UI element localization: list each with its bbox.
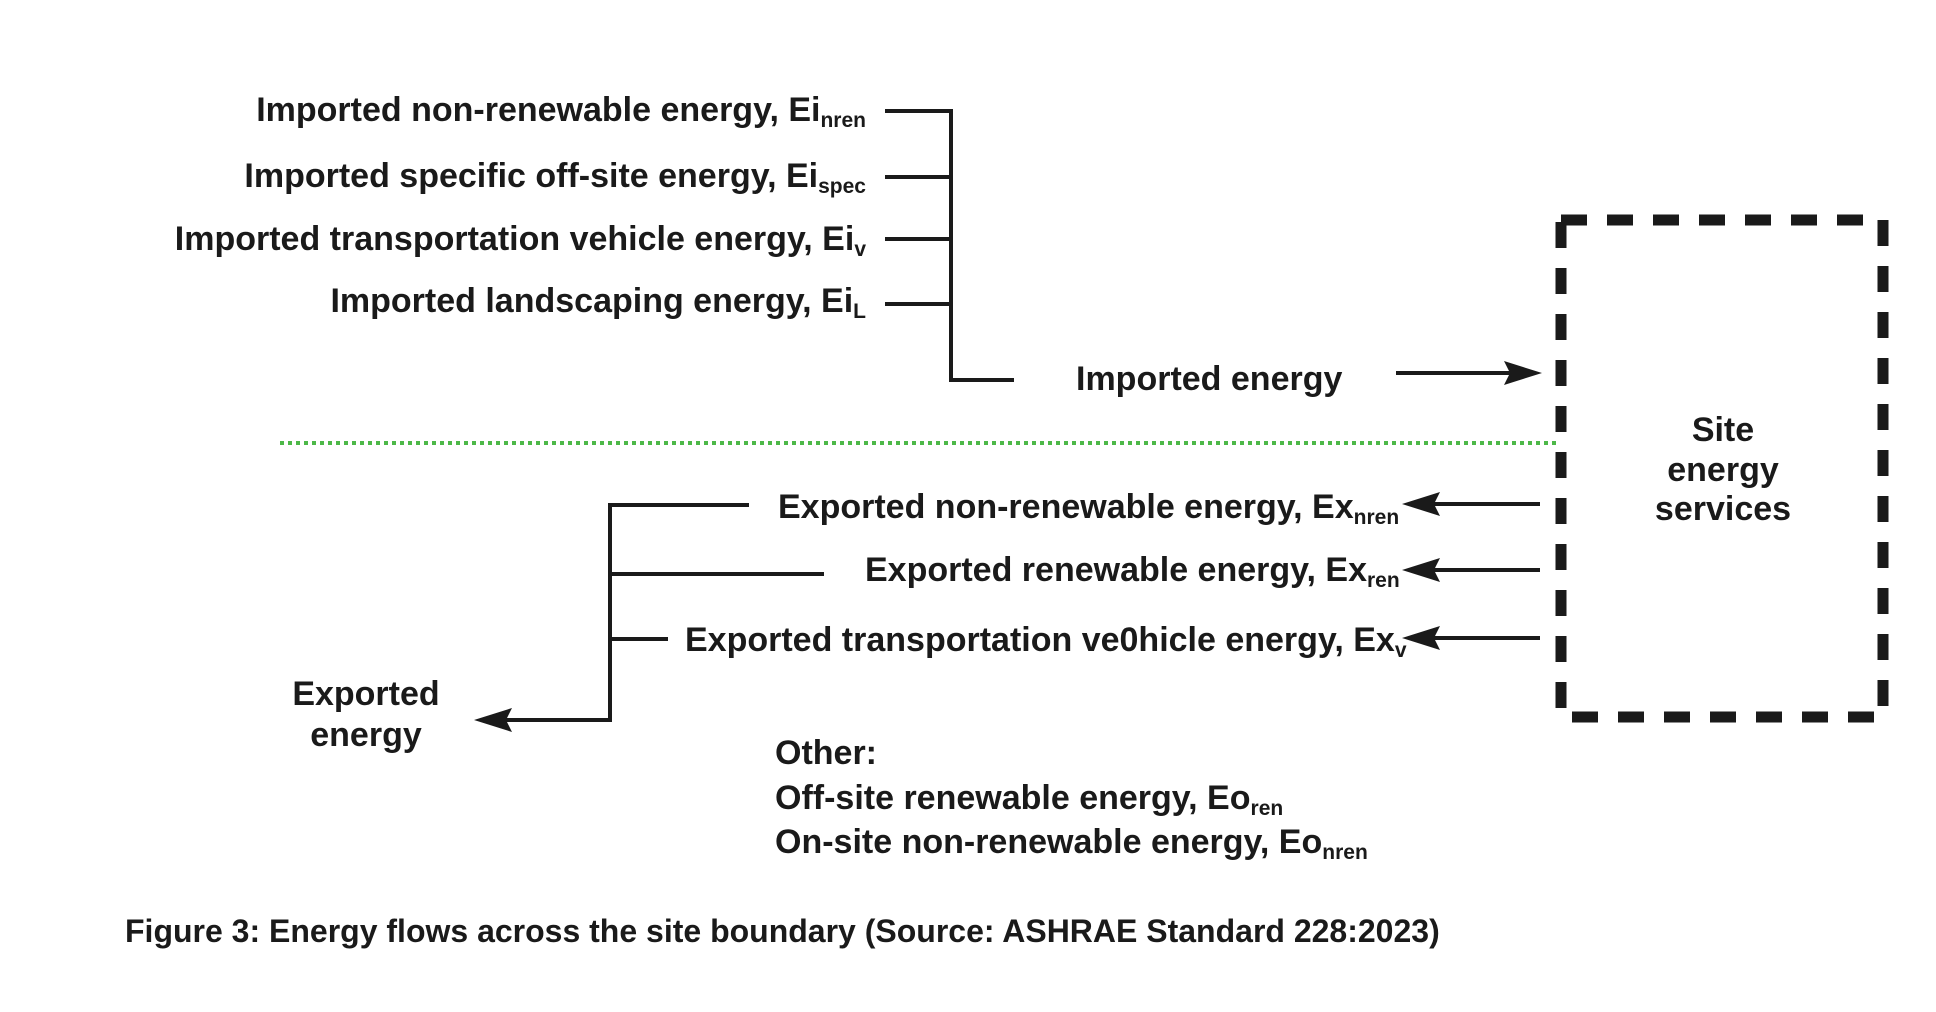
exported-source-nren: Exported non-renewable energy, Exnren [778, 488, 1399, 529]
imported-energy-label: Imported energy [1076, 360, 1342, 398]
imported-source-landscaping: Imported landscaping energy, EiL [330, 282, 866, 323]
exported-label-line2: energy [310, 716, 422, 754]
export-arrow-head-ren [1402, 558, 1440, 582]
other-heading: Other: [775, 734, 877, 772]
imported-bracket [885, 109, 1014, 382]
exported-source-vehicle: Exported transportation ve0hicle energy,… [685, 621, 1407, 662]
other-item-offsite-ren: Off-site renewable energy, Eoren [775, 779, 1283, 820]
site-label-line1: Site [1692, 411, 1754, 449]
exported-total-arrow-head [474, 708, 512, 732]
site-label-line2: energy [1667, 451, 1779, 489]
other-item-onsite-nren: On-site non-renewable energy, Eonren [775, 823, 1368, 864]
exported-energy-label: Exported energy [292, 675, 439, 754]
exported-sources: Exported non-renewable energy, Exnren Ex… [685, 488, 1407, 662]
site-boundary-box [1555, 214, 1889, 723]
exported-source-ren: Exported renewable energy, Exren [865, 551, 1400, 592]
imported-source-spec: Imported specific off-site energy, Eispe… [244, 157, 866, 198]
site-label-line3: services [1655, 490, 1791, 528]
exported-bracket [474, 503, 824, 732]
site-energy-services-label: Site energy services [1655, 411, 1791, 528]
imported-sources: Imported non-renewable energy, Einren Im… [175, 91, 867, 323]
imported-source-vehicle: Imported transportation vehicle energy, … [175, 220, 867, 261]
figure-caption: Figure 3: Energy flows across the site b… [125, 913, 1440, 949]
imported-arrow [1396, 361, 1542, 385]
other-section: Other: Off-site renewable energy, Eoren … [775, 734, 1368, 864]
export-arrow-head-vehicle [1402, 626, 1440, 650]
exported-arrows [1402, 492, 1540, 650]
export-arrow-head-nren [1402, 492, 1440, 516]
imported-source-nren: Imported non-renewable energy, Einren [256, 91, 866, 132]
imported-arrow-head [1504, 361, 1542, 385]
exported-label-line1: Exported [292, 675, 439, 713]
